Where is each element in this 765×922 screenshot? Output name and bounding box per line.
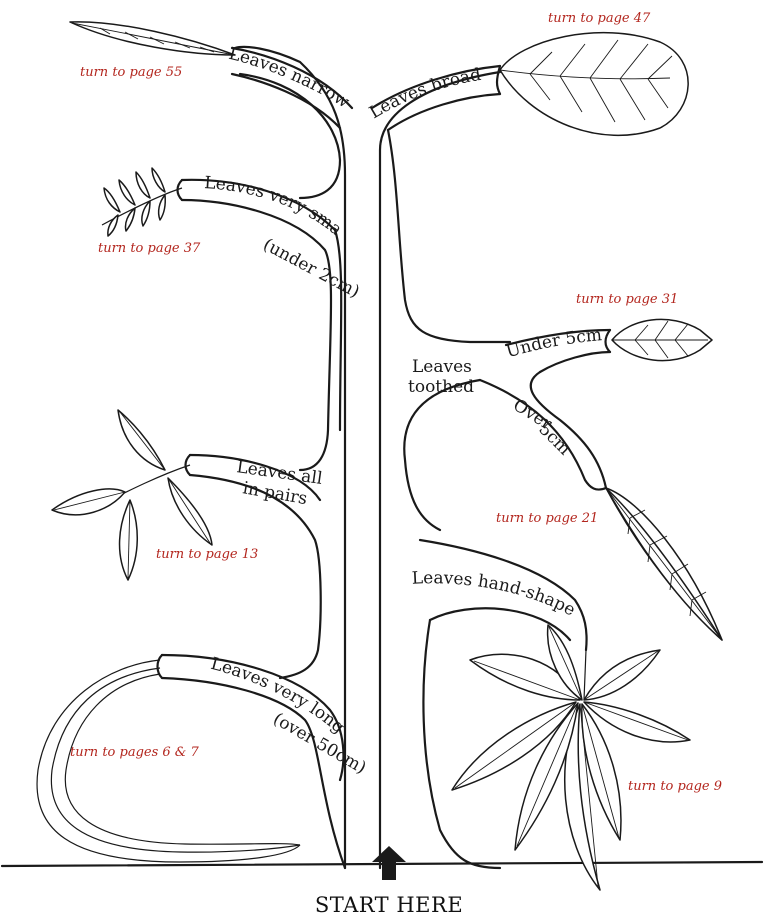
turn-to-page-37[interactable]: turn to page 37	[98, 241, 201, 256]
turn-to-page-55[interactable]: turn to page 55	[80, 65, 182, 80]
turn-to-page-21[interactable]: turn to page 21	[496, 511, 598, 526]
narrow-leaf-illustration	[70, 22, 235, 55]
very-small-leaf-illustration	[102, 168, 182, 236]
branch-label-under-5cm: Under 5cm	[504, 325, 603, 362]
long-toothed-leaf-illustration	[606, 488, 722, 640]
turn-to-page-13[interactable]: turn to page 13	[156, 547, 258, 562]
hand-shaped-leaf-illustration	[452, 625, 690, 890]
small-toothed-leaf-illustration	[612, 319, 712, 360]
broad-leaf-illustration	[500, 33, 688, 136]
branch-label-toothed-2: toothed	[408, 377, 474, 397]
branch-stems	[158, 48, 611, 868]
turn-to-page-47[interactable]: turn to page 47	[548, 11, 651, 26]
start-here-label: START HERE	[315, 893, 463, 917]
turn-to-page-31[interactable]: turn to page 31	[576, 292, 678, 307]
trunk	[235, 47, 500, 868]
branch-label-very-small-sub: (under 2cm)	[260, 235, 363, 302]
turn-to-page-9[interactable]: turn to page 9	[628, 779, 722, 794]
turn-to-pages-6-7[interactable]: turn to pages 6 & 7	[70, 745, 199, 760]
branch-label-broad: Leaves broad	[366, 65, 483, 123]
branch-label-toothed-1: Leaves	[412, 357, 472, 377]
